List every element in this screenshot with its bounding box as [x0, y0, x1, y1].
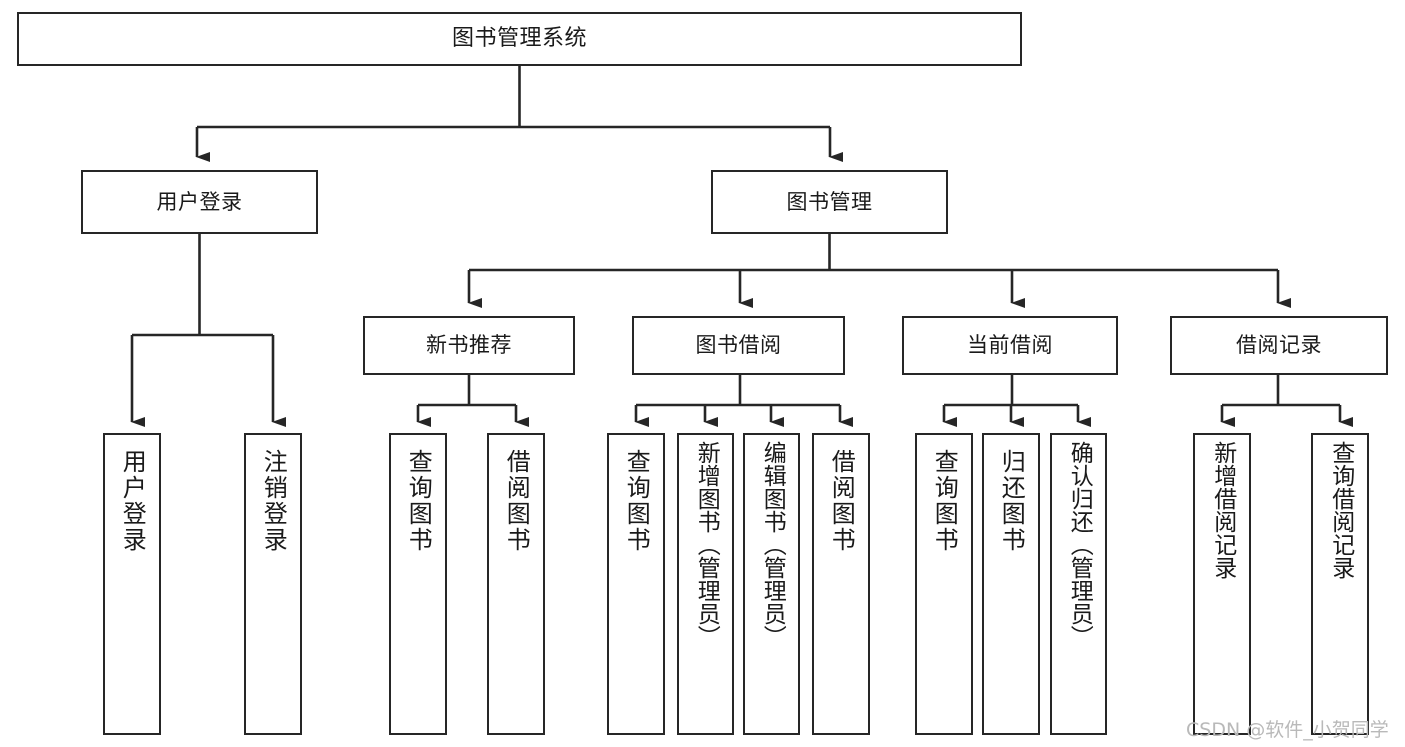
node-label: 新书推荐 [426, 333, 512, 358]
node-leaf-add-book-admin[interactable]: 新增图书（管理员） [677, 433, 734, 735]
node-label: 借阅图书 [502, 449, 531, 553]
node-new-book-recommend[interactable]: 新书推荐 [363, 316, 575, 375]
node-book-borrow[interactable]: 图书借阅 [632, 316, 845, 375]
node-label: 归还图书 [997, 449, 1026, 553]
node-leaf-query-book-recommend[interactable]: 查询图书 [389, 433, 447, 735]
node-leaf-confirm-return-admin[interactable]: 确认归还（管理员） [1050, 433, 1107, 735]
node-user-login[interactable]: 用户登录 [81, 170, 318, 234]
node-label: 用户登录 [118, 449, 147, 553]
node-leaf-logout-login[interactable]: 注销登录 [244, 433, 302, 735]
node-label: 图书管理 [786, 189, 873, 214]
node-leaf-edit-book-admin[interactable]: 编辑图书（管理员） [743, 433, 800, 735]
node-label: 借阅图书 [827, 449, 856, 553]
node-label: 查询图书 [404, 449, 433, 553]
node-leaf-borrow-book-recommend[interactable]: 借阅图书 [487, 433, 545, 735]
node-leaf-query-book-borrow[interactable]: 查询图书 [607, 433, 665, 735]
node-label: 查询图书 [930, 449, 959, 553]
node-leaf-query-borrow-record[interactable]: 查询借阅记录 [1311, 433, 1369, 735]
node-label: 注销登录 [259, 449, 288, 553]
node-label: 图书借阅 [695, 333, 782, 358]
node-label: 用户登录 [156, 189, 243, 214]
node-leaf-return-book[interactable]: 归还图书 [982, 433, 1040, 735]
node-root-book-management-system[interactable]: 图书管理系统 [17, 12, 1022, 66]
node-label: 新增借阅记录 [1209, 441, 1236, 579]
node-borrow-record[interactable]: 借阅记录 [1170, 316, 1388, 375]
node-label: 图书管理系统 [451, 26, 587, 52]
node-leaf-add-borrow-record[interactable]: 新增借阅记录 [1193, 433, 1251, 735]
node-leaf-query-book-current[interactable]: 查询图书 [915, 433, 973, 735]
node-leaf-user-login[interactable]: 用户登录 [103, 433, 161, 735]
node-label: 当前借阅 [967, 333, 1053, 358]
node-leaf-borrow-book-borrow[interactable]: 借阅图书 [812, 433, 870, 735]
node-current-borrow[interactable]: 当前借阅 [902, 316, 1118, 375]
node-label: 编辑图书（管理员） [759, 441, 786, 648]
node-label: 确认归还（管理员） [1066, 441, 1093, 648]
node-label: 查询借阅记录 [1327, 441, 1354, 579]
node-book-management[interactable]: 图书管理 [711, 170, 948, 234]
node-label: 借阅记录 [1236, 333, 1322, 358]
node-label: 新增图书（管理员） [693, 441, 720, 648]
csdn-watermark: CSDN @软件_小贺同学 [1186, 719, 1389, 741]
node-label: 查询图书 [622, 449, 651, 553]
